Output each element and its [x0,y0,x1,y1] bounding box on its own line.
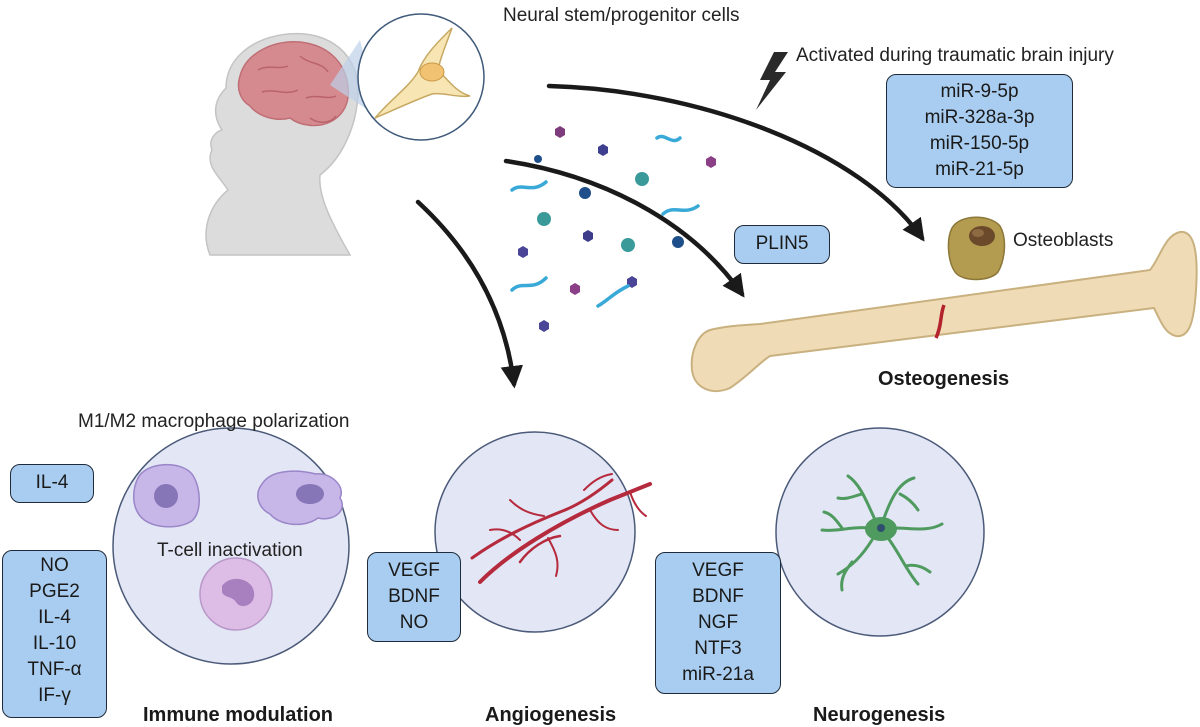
tbi-label: Activated during traumatic brain injury [796,45,1114,66]
immune-factor: IF-γ [38,685,71,706]
plin5-box: PLIN5 [734,225,830,264]
angiogenesis-circle [434,431,636,633]
macrophage-polarization-label: M1/M2 macrophage polarization [78,411,350,432]
angio-factors-box: VEGF BDNF NO [367,552,461,642]
mirna-item: miR-21-5p [935,159,1024,180]
t-cell [199,557,273,631]
immune-factors-box: NO PGE2 IL-4 IL-10 TNF-α IF-γ [2,550,107,718]
immune-factor: NO [40,555,69,576]
immune-factor: IL-10 [32,633,77,654]
immune-factor: TNF-α [27,659,82,680]
neuro-factor: NGF [697,612,739,633]
mirna-item: miR-150-5p [929,133,1030,154]
il4-text: IL-4 [35,472,69,493]
angio-factor: BDNF [388,586,440,607]
neuro-factor: NTF3 [694,638,742,659]
angio-factor: NO [399,612,429,633]
neuro-factor: VEGF [692,560,744,581]
macrophage-m2 [257,470,343,526]
human-head [205,32,380,256]
neuro-factors-box: VEGF BDNF NGF NTF3 miR-21a [655,552,781,694]
neural-stem-cell-zoom [357,13,485,141]
t-cell-label: T-cell inactivation [157,540,303,561]
il4-box: IL-4 [10,464,94,503]
neurogenesis-label: Neurogenesis [813,704,946,726]
angiogenesis-label: Angiogenesis [485,704,617,726]
lightning-icon [756,52,788,110]
neuron [820,474,944,592]
osteoblast-cell [947,216,1006,281]
nspc-label: Neural stem/progenitor cells [503,5,740,26]
immune-modulation-label: Immune modulation [143,704,333,726]
neuro-factor: miR-21a [682,664,754,685]
immune-factor: IL-4 [38,607,71,628]
secreted-particles [510,126,716,332]
mirna-box: miR-9-5p miR-328a-3p miR-150-5p miR-21-5… [886,74,1073,188]
neuro-factor: BDNF [692,586,744,607]
mirna-item: miR-328a-3p [924,107,1035,128]
osteogenesis-label: Osteogenesis [878,368,1010,390]
angio-factor: VEGF [388,560,440,581]
osteoblasts-label: Osteoblasts [1013,230,1114,251]
bone [690,230,1198,393]
macrophage-m1 [133,463,200,528]
blood-vessels [470,473,652,584]
immune-factor: PGE2 [29,581,80,602]
mirna-item: miR-9-5p [940,81,1019,102]
plin5-text: PLIN5 [755,233,809,254]
